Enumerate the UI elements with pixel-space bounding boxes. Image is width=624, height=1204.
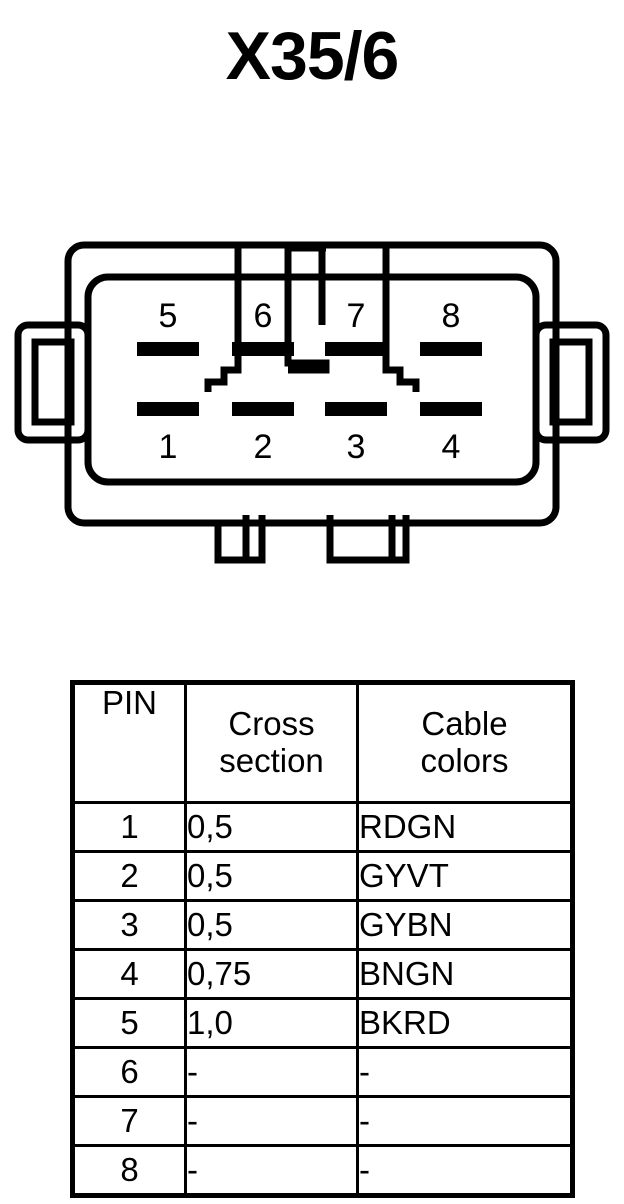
- pin-label-7: 7: [347, 297, 366, 335]
- bottom-right-latch-tab2: [326, 515, 396, 564]
- pin-label-2: 2: [254, 428, 273, 466]
- bottom-right-latch-tab: [392, 515, 410, 564]
- cell-pin: 4: [71, 948, 187, 1000]
- cell-pin: 6: [71, 1046, 187, 1098]
- pin-slot-2: [232, 402, 294, 416]
- cell-cable-colors: GYBN: [356, 899, 574, 951]
- pin-slot-7: [325, 342, 387, 356]
- cell-cross-section: -: [184, 1046, 359, 1098]
- cell-cable-colors: GYVT: [356, 850, 574, 902]
- page-title: X35/6: [225, 18, 400, 94]
- pin-label-3: 3: [347, 428, 366, 466]
- cell-cross-section: -: [184, 1095, 359, 1147]
- table-row: 8--: [71, 1144, 574, 1197]
- top-center-latch: [284, 245, 330, 374]
- right-side-tab: [532, 321, 610, 444]
- right-side-tab-hole: [549, 338, 593, 426]
- column-header-cross-section: Cross section: [184, 681, 359, 804]
- left-side-tab-hole: [31, 338, 75, 426]
- left-side-tab: [14, 321, 92, 444]
- column-header-cross-line1: Cross: [228, 705, 315, 743]
- connector-inner-body: [84, 273, 540, 486]
- cell-cable-colors: BKRD: [356, 997, 574, 1049]
- table-row: 7--: [71, 1095, 574, 1147]
- cell-pin: 8: [71, 1144, 187, 1197]
- top-right-latch-tab: [382, 245, 420, 392]
- cell-cable-colors: RDGN: [356, 801, 574, 853]
- pin-label-6: 6: [254, 297, 273, 335]
- pin-label-8: 8: [442, 297, 461, 335]
- pin-slot-8: [420, 342, 482, 356]
- table-row: 6--: [71, 1046, 574, 1098]
- cell-cross-section: -: [184, 1144, 359, 1197]
- column-header-pin: PIN: [71, 681, 187, 804]
- cell-pin: 7: [71, 1095, 187, 1147]
- top-left-latch-tab: [204, 280, 242, 392]
- cell-cable-colors: BNGN: [356, 948, 574, 1000]
- cell-cable-colors: -: [356, 1095, 574, 1147]
- pin-slot-4: [420, 402, 482, 416]
- column-header-colors-line2: colors: [420, 742, 509, 779]
- connector-drawing: 5 6 7 8 1 2 3 4: [14, 241, 610, 564]
- cell-pin: 2: [71, 850, 187, 902]
- pin-label-1: 1: [159, 428, 178, 466]
- cell-cable-colors: -: [356, 1144, 574, 1197]
- pin-label-5: 5: [159, 297, 178, 335]
- cell-pin: 1: [71, 801, 187, 853]
- cell-cable-colors: -: [356, 1046, 574, 1098]
- cell-cross-section: 0,75: [184, 948, 359, 1000]
- cell-cross-section: 0,5: [184, 850, 359, 902]
- pin-slot-5: [137, 342, 199, 356]
- table-header-row: PIN Cross section Cable colors: [71, 681, 574, 804]
- cell-cross-section: 0,5: [184, 899, 359, 951]
- pin-slot-6: [232, 342, 294, 356]
- pin-slot-1: [137, 402, 199, 416]
- connector-diagram: 5 6 7 8 1 2 3 4: [0, 170, 624, 600]
- pin-label-4: 4: [442, 428, 461, 466]
- cell-pin: 5: [71, 997, 187, 1049]
- column-header-cable-colors: Cable colors: [356, 681, 574, 804]
- column-header-cross-line2: section: [219, 742, 324, 779]
- pin-slot-3: [325, 402, 387, 416]
- cell-cross-section: 0,5: [184, 801, 359, 853]
- table-header: PIN Cross section Cable colors: [71, 681, 574, 804]
- cell-pin: 3: [71, 899, 187, 951]
- column-header-colors-line1: Cable: [421, 705, 508, 743]
- cell-cross-section: 1,0: [184, 997, 359, 1049]
